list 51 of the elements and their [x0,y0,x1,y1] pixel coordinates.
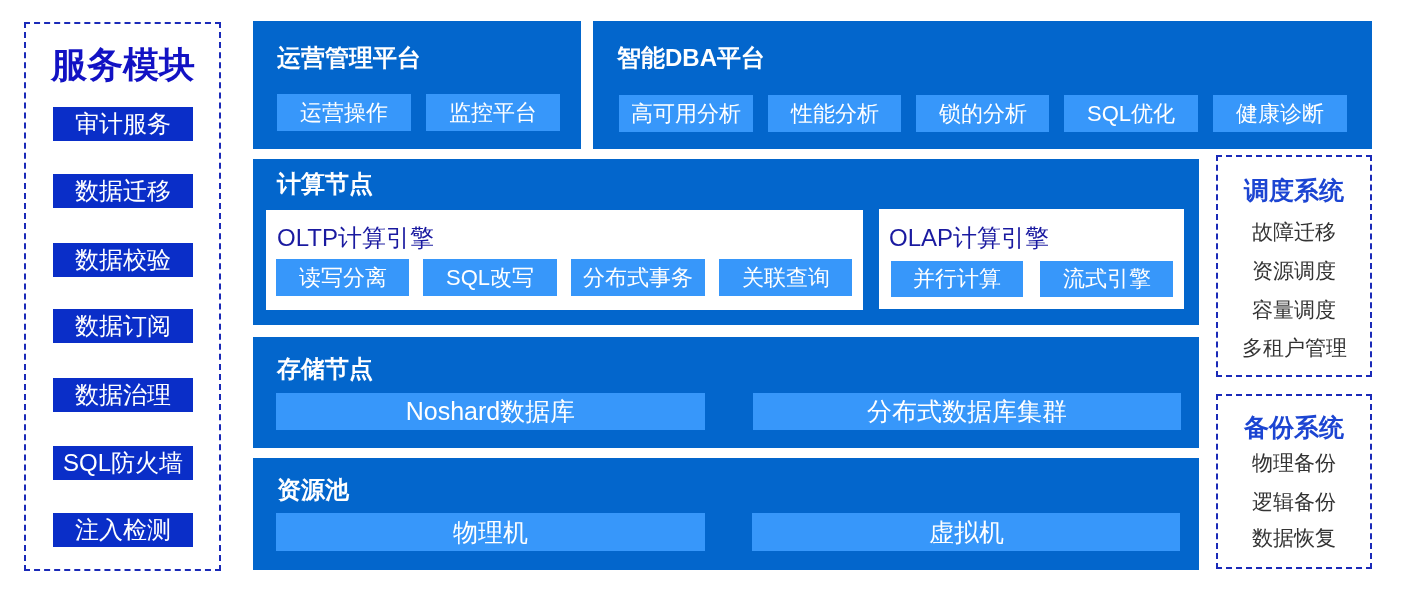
engine-panel [266,210,863,310]
service-tile: 数据校验 [53,243,193,277]
feature-tile: 性能分析 [768,95,901,132]
layer-panel [253,21,581,149]
feature-tile: Noshard数据库 [276,393,705,430]
list-item: 逻辑备份 [1252,489,1336,515]
list-item: 物理备份 [1252,450,1336,476]
list-item: 故障迁移 [1252,219,1336,245]
engine-panel [879,209,1184,309]
list-item: 资源调度 [1252,258,1336,284]
panel-title: 运营管理平台 [277,43,421,73]
feature-tile: SQL优化 [1064,95,1198,132]
panel-heading: 服务模块 [50,43,195,87]
dashed-panel [1216,394,1372,569]
engine-title: OLTP计算引擎 [277,223,434,253]
list-item: 多租户管理 [1241,335,1347,361]
feature-tile: 物理机 [276,513,705,551]
feature-tile: 关联查询 [719,259,852,296]
feature-tile: 监控平台 [426,94,560,131]
list-item: 容量调度 [1252,297,1336,323]
panel-title: 资源池 [277,475,349,505]
dashed-panel [1216,155,1372,377]
feature-tile: 虚拟机 [752,513,1180,551]
feature-tile: 分布式数据库集群 [753,393,1181,430]
feature-tile: 读写分离 [276,259,409,296]
feature-tile: SQL改写 [423,259,557,296]
layer-panel [593,21,1372,149]
engine-title: OLAP计算引擎 [889,223,1050,253]
feature-tile: 并行计算 [891,261,1023,297]
feature-tile: 健康诊断 [1213,95,1347,132]
panel-heading: 备份系统 [1244,412,1344,442]
service-tile: 审计服务 [53,107,193,141]
panel-heading: 调度系统 [1244,175,1344,205]
panel-title: 计算节点 [277,169,373,199]
layer-panel [253,337,1199,448]
service-tile: 注入检测 [53,513,193,547]
list-item: 数据恢复 [1252,525,1336,551]
service-tile: SQL防火墙 [53,446,193,480]
service-tile: 数据迁移 [53,174,193,208]
layer-panel [253,159,1199,325]
layer-panel [253,458,1199,570]
feature-tile: 流式引擎 [1040,261,1173,297]
service-tile: 数据订阅 [53,309,193,343]
dashed-panel [24,22,221,571]
feature-tile: 分布式事务 [571,259,705,296]
feature-tile: 运营操作 [277,94,411,131]
feature-tile: 高可用分析 [619,95,753,132]
panel-title: 存储节点 [277,354,373,384]
panel-title: 智能DBA平台 [617,43,765,73]
feature-tile: 锁的分析 [916,95,1049,132]
service-tile: 数据治理 [53,378,193,412]
